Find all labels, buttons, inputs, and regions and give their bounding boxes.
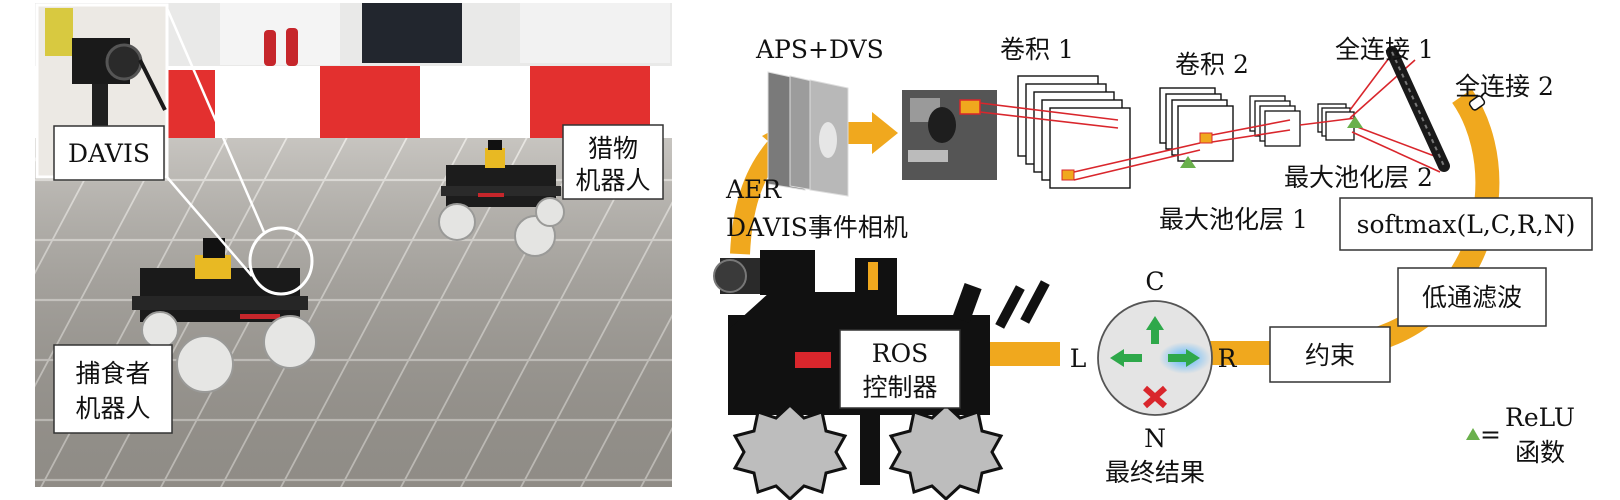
predator-label-line1: 捕食者 bbox=[75, 359, 150, 388]
prey-label-line2: 机器人 bbox=[575, 166, 650, 195]
pool-stack bbox=[1249, 95, 1355, 147]
result-label: 最终结果 bbox=[1105, 458, 1205, 487]
relu-legend: = ReLU 函数 bbox=[1466, 403, 1575, 467]
fc2-label: 全连接 2 bbox=[1455, 72, 1554, 101]
conv1-label: 卷积 1 bbox=[1000, 35, 1074, 64]
constraint-label: 约束 bbox=[1305, 341, 1355, 370]
predator-label-line2: 机器人 bbox=[75, 394, 150, 423]
relu-eq: = bbox=[1480, 420, 1501, 449]
softmax-label: softmax(L,C,R,N) bbox=[1357, 210, 1576, 239]
fc2-layer bbox=[1468, 95, 1486, 111]
conv2-label: 卷积 2 bbox=[1175, 50, 1249, 79]
dir-r-label: R bbox=[1218, 344, 1238, 373]
relu-line1: ReLU bbox=[1505, 403, 1575, 432]
fc1-label: 全连接 1 bbox=[1335, 35, 1434, 64]
dir-n-label: N bbox=[1144, 424, 1166, 453]
lowpass-label: 低通滤波 bbox=[1422, 283, 1522, 312]
camera-label: DAVIS事件相机 bbox=[726, 213, 908, 242]
dir-c-label: C bbox=[1145, 267, 1164, 296]
input-frames bbox=[767, 71, 849, 197]
ros-line1: ROS bbox=[872, 339, 928, 368]
arena-photo: DAVIS 猎物 机器人 捕食者 机器人 bbox=[35, 3, 672, 487]
pool1-label: 最大池化层 1 bbox=[1159, 205, 1308, 234]
aer-label: AER bbox=[725, 175, 782, 204]
pool2-label: 最大池化层 2 bbox=[1284, 163, 1433, 192]
robot-silhouette bbox=[713, 250, 1050, 500]
ros-line2: 控制器 bbox=[862, 373, 937, 402]
input-label: APS+DVS bbox=[755, 35, 884, 64]
prey-label-line1: 猎物 bbox=[588, 134, 638, 163]
relu-line2: 函数 bbox=[1515, 438, 1565, 467]
connection-lines bbox=[979, 49, 1446, 181]
conv-input-image bbox=[902, 90, 997, 180]
dir-l-label: L bbox=[1070, 344, 1087, 373]
pipeline-diagram: APS+DVS 卷积 1 卷积 2 bbox=[713, 35, 1593, 500]
fc1-layer bbox=[1386, 46, 1450, 172]
direction-compass bbox=[1097, 300, 1213, 416]
prey-robot bbox=[438, 140, 565, 257]
photo-camera-label: DAVIS bbox=[68, 139, 150, 168]
